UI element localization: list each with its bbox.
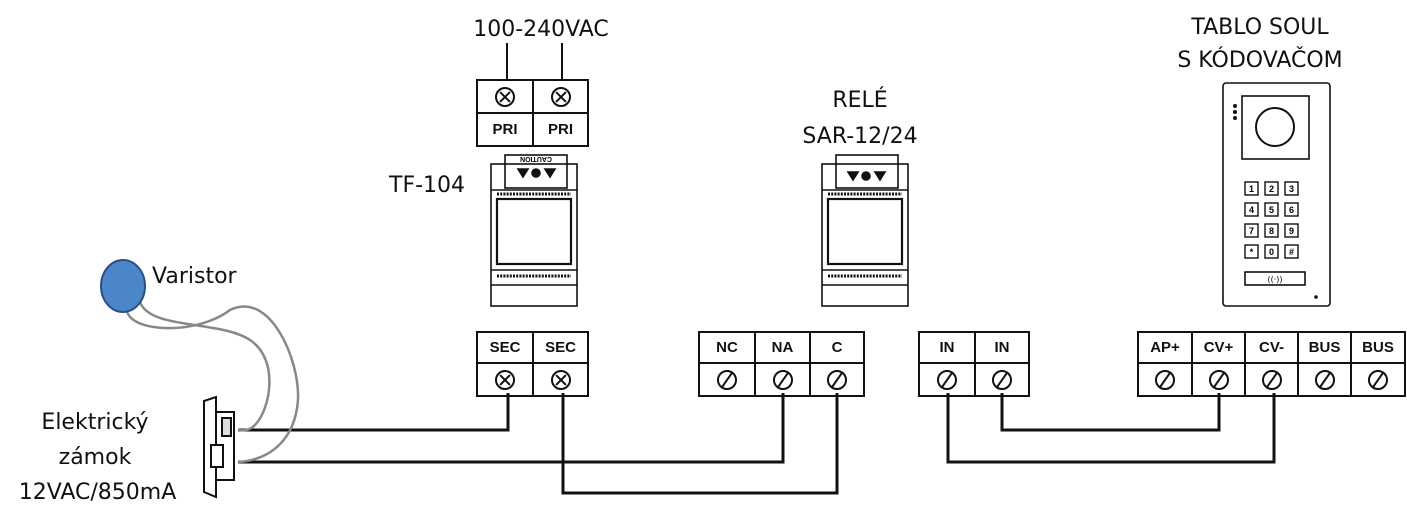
screw-icon: [772, 369, 793, 390]
wire-na-lock: [238, 393, 785, 464]
panel-cvminus-label: CV-: [1246, 333, 1299, 364]
lock-label-3: 12VAC/850mA: [18, 480, 177, 505]
screw-icon: [495, 86, 515, 107]
relay-na-label: NA: [756, 333, 811, 364]
panel-cvplus-label: CV+: [1193, 333, 1246, 364]
keypad-key-label: 5: [1269, 205, 1274, 215]
relay-in-screw-2: [976, 364, 1028, 395]
relay-input-block: IN IN: [918, 331, 1030, 397]
pri-label-2: PRI: [547, 121, 573, 138]
keypad-key-label: #: [1289, 247, 1294, 257]
keypad-key-label: 0: [1269, 247, 1274, 257]
relay-nc-screw: [700, 364, 756, 395]
keypad-key-label: 6: [1289, 205, 1294, 215]
keypad-key: [1264, 181, 1279, 196]
keypad: 1 2 3 4 5 6 7 8 9 * 0 #: [1244, 181, 1299, 259]
relay-in-label-2: IN: [976, 333, 1028, 364]
varistor-component: [100, 259, 146, 313]
keypad-key-label: 9: [1289, 226, 1294, 236]
wire-in2-cvplus: [1000, 393, 1221, 432]
keypad-key: [1284, 202, 1299, 217]
electric-lock-icon: [203, 395, 235, 499]
relay-label-1: RELÉ: [832, 88, 888, 113]
panel-label-2: S KÓDOVAČOM: [1177, 48, 1343, 73]
pri-terminal-block: PRI PRI: [476, 79, 589, 147]
relay-na-screw: [756, 364, 811, 395]
pri-screw-cell-1: [478, 81, 534, 114]
screw-icon: [937, 369, 957, 390]
screw-icon: [1314, 369, 1335, 390]
panel-cvplus-screw: [1193, 364, 1246, 395]
panel-label-1: TABLO SOUL: [1191, 15, 1329, 40]
screw-icon: [1208, 369, 1229, 390]
screw-icon: [717, 369, 737, 390]
keypad-key-label: 2: [1269, 184, 1274, 194]
sec-label-2: SEC: [534, 333, 587, 364]
relay-nc-label: NC: [700, 333, 756, 364]
keypad-key-label: 1: [1249, 184, 1254, 194]
card-reader-icon: ((·)): [1267, 275, 1282, 284]
relay-in-label-1: IN: [920, 333, 976, 364]
keypad-key: [1244, 181, 1259, 196]
screw-icon: [495, 369, 515, 390]
keypad-key: [1244, 244, 1259, 259]
sec-terminal-block: SEC SEC: [476, 331, 589, 397]
keypad-key: [1284, 181, 1299, 196]
panel-bus-label-1: BUS: [1299, 333, 1352, 364]
relay-label-2: SAR-12/24: [802, 124, 918, 149]
screw-icon: [550, 86, 571, 107]
relay-device: [821, 154, 909, 307]
lock-label-1: Elektrický: [41, 410, 149, 435]
wire-sec1-lock: [238, 393, 510, 432]
panel-ap-screw: [1139, 364, 1193, 395]
panel-bus-screw-2: [1352, 364, 1404, 395]
screw-icon: [827, 369, 847, 390]
sec-screw-cell-1: [478, 364, 534, 395]
screw-icon: [1155, 369, 1175, 390]
lock-label-2: zámok: [58, 445, 132, 470]
keypad-key: [1244, 202, 1259, 217]
sec-label-1: SEC: [478, 333, 534, 364]
varistor-label: Varistor: [152, 264, 237, 289]
keypad-key: [1264, 244, 1279, 259]
relay-in-screw-1: [920, 364, 976, 395]
keypad-key: [1264, 202, 1279, 217]
keypad-key-label: 8: [1269, 226, 1274, 236]
keypad-key: [1284, 244, 1299, 259]
keypad-key-label: 4: [1249, 205, 1254, 215]
keypad-key: [1264, 223, 1279, 238]
varistor-wire-1: [125, 299, 300, 464]
pri-label-1: PRI: [478, 114, 534, 145]
relay-c-screw: [811, 364, 863, 395]
transformer-caution-text: CAUTION: [520, 155, 552, 162]
relay-c-label: C: [811, 333, 863, 364]
screw-icon: [550, 369, 571, 390]
keypad-key-label: 7: [1249, 226, 1254, 236]
screw-icon: [992, 369, 1012, 390]
relay-output-block: NC NA C: [698, 331, 865, 397]
panel-bus-label-2: BUS: [1352, 333, 1404, 364]
door-panel-device: [1222, 82, 1331, 307]
panel-cvminus-screw: [1246, 364, 1299, 395]
keypad-key-label: *: [1250, 247, 1254, 257]
keypad-key: [1244, 223, 1259, 238]
panel-terminal-block: AP+ CV+ CV- BUS BUS: [1137, 331, 1406, 397]
panel-bus-screw-1: [1299, 364, 1352, 395]
pri-screw-cell-2: [534, 81, 587, 114]
panel-ap-label: AP+: [1139, 333, 1193, 364]
transformer-device: [490, 154, 578, 307]
screw-icon: [1261, 369, 1282, 390]
keypad-key: [1284, 223, 1299, 238]
wire-sec2-c: [561, 393, 839, 495]
supply-label: 100-240VAC: [473, 17, 609, 42]
wire-in1-cvminus: [946, 393, 1276, 464]
sec-screw-cell-2: [534, 364, 587, 395]
keypad-key-label: 3: [1289, 184, 1294, 194]
screw-icon: [1368, 369, 1388, 390]
transformer-label: TF-104: [389, 173, 466, 198]
